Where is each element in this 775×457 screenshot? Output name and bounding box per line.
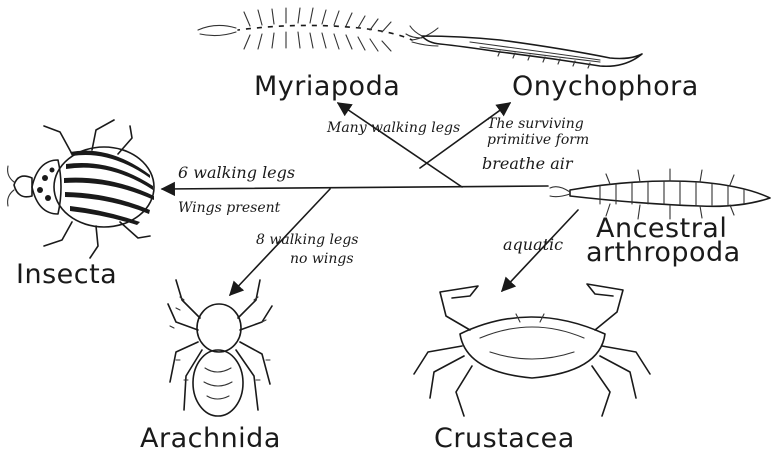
label-insecta: Insecta [16,261,117,288]
beetle-icon [8,120,154,258]
onychophoran-icon [406,26,642,68]
annotation-eight-walking-legs: 8 walking legs [256,233,358,247]
annotation-many-walking-legs: Many walking legs [327,121,460,135]
annotation-surviving-line1: The surviving [487,117,584,131]
branch-to-myriapoda [338,103,462,187]
label-myriapoda: Myriapoda [254,73,400,100]
annotation-surviving-line2: primitive form [487,133,589,147]
label-arthropoda: arthropoda [586,239,741,266]
main-trunk-line [162,186,548,189]
annotation-no-wings: no wings [290,252,354,266]
label-onychophora: Onychophora [512,73,699,100]
label-arachnida: Arachnida [140,425,281,452]
annotation-breathe-air: breathe air [482,156,573,172]
annotation-six-walking-legs: 6 walking legs [178,165,295,181]
ancestral-arthropod-icon [550,169,770,219]
annotation-aquatic: aquatic [503,237,563,253]
spider-icon [168,280,272,416]
crab-icon [414,284,650,416]
annotation-wings-present: Wings present [178,201,280,215]
label-crustacea: Crustacea [434,425,575,452]
centipede-icon [198,8,438,51]
